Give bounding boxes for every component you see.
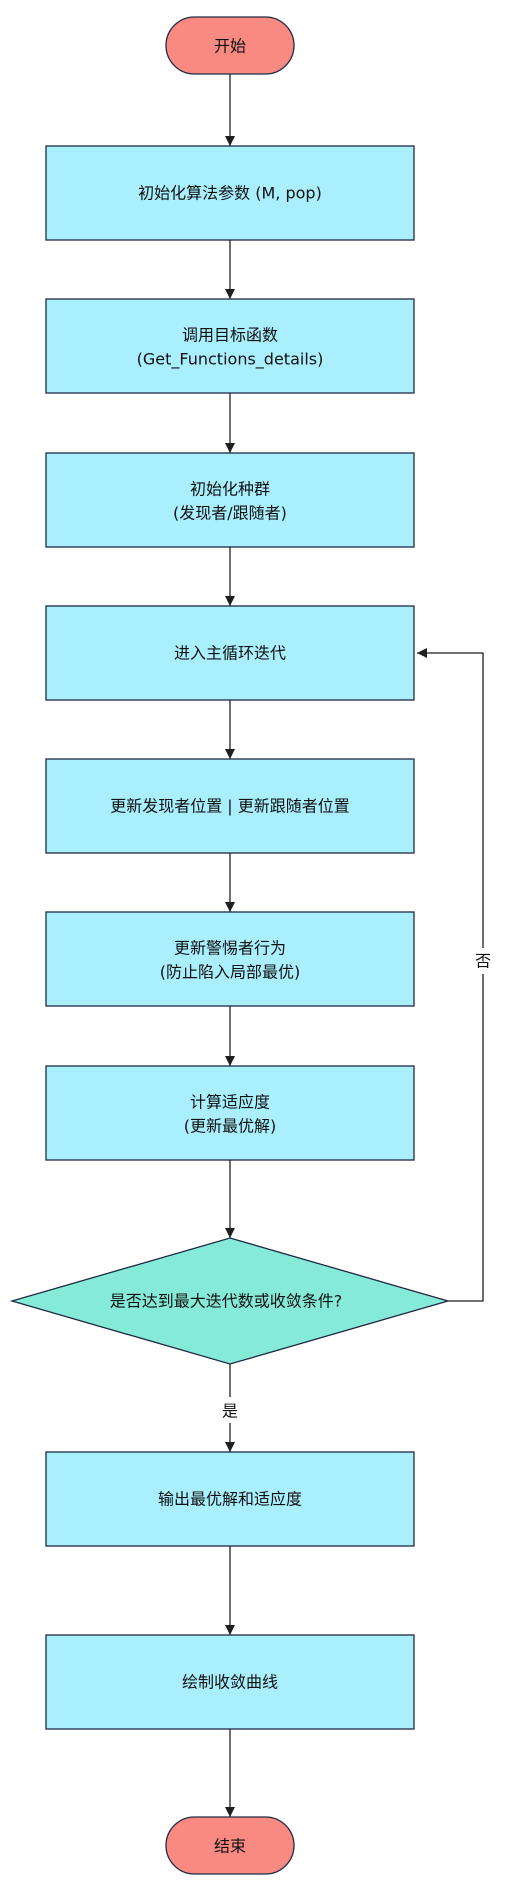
call-objective-label-line1: 调用目标函数 bbox=[182, 326, 278, 345]
init-population-node: 初始化种群 (发现者/跟随者) bbox=[45, 452, 415, 548]
plot-curve-node: 绘制收敛曲线 bbox=[45, 1634, 415, 1730]
update-vigilant-node: 更新警惕者行为 (防止陷入局部最优) bbox=[45, 911, 415, 1007]
end-node: 结束 bbox=[165, 1816, 295, 1875]
decision-label: 是否达到最大迭代数或收敛条件? bbox=[110, 1292, 343, 1311]
yes-label: 是 bbox=[222, 1402, 238, 1421]
call-objective-label-line2: (Get_Functions_details) bbox=[137, 350, 324, 370]
call-objective-node: 调用目标函数 (Get_Functions_details) bbox=[45, 298, 415, 394]
start-label: 开始 bbox=[214, 37, 246, 56]
enter-loop-node: 进入主循环迭代 bbox=[45, 605, 415, 701]
update-vigilant-label-line2: (防止陷入局部最优) bbox=[160, 963, 301, 982]
no-label: 否 bbox=[475, 952, 491, 971]
init-params-label: 初始化算法参数 (M, pop) bbox=[138, 184, 322, 203]
end-label: 结束 bbox=[214, 1837, 246, 1856]
init-params-node: 初始化算法参数 (M, pop) bbox=[45, 145, 415, 241]
compute-fitness-label-line2: (更新最优解) bbox=[184, 1117, 277, 1136]
no-label-background bbox=[468, 948, 498, 974]
init-population-label-line2: (发现者/跟随者) bbox=[173, 504, 287, 523]
output-result-node: 输出最优解和适应度 bbox=[45, 1451, 415, 1547]
output-result-label: 输出最优解和适应度 bbox=[158, 1490, 302, 1509]
update-positions-node: 更新发现者位置 | 更新跟随者位置 bbox=[45, 758, 415, 854]
compute-fitness-node: 计算适应度 (更新最优解) bbox=[45, 1065, 415, 1161]
yes-label-background bbox=[214, 1397, 246, 1423]
init-population-label-line1: 初始化种群 bbox=[190, 480, 270, 499]
start-node: 开始 bbox=[165, 16, 295, 75]
enter-loop-label: 进入主循环迭代 bbox=[174, 644, 286, 663]
compute-fitness-label-line1: 计算适应度 bbox=[190, 1093, 270, 1112]
update-positions-label: 更新发现者位置 | 更新跟随者位置 bbox=[110, 797, 350, 816]
decision-node: 是否达到最大迭代数或收敛条件? bbox=[9, 1237, 451, 1365]
update-vigilant-label-line1: 更新警惕者行为 bbox=[174, 939, 286, 958]
edge-decision-no-loopback bbox=[417, 648, 484, 1302]
plot-curve-label: 绘制收敛曲线 bbox=[182, 1673, 278, 1692]
